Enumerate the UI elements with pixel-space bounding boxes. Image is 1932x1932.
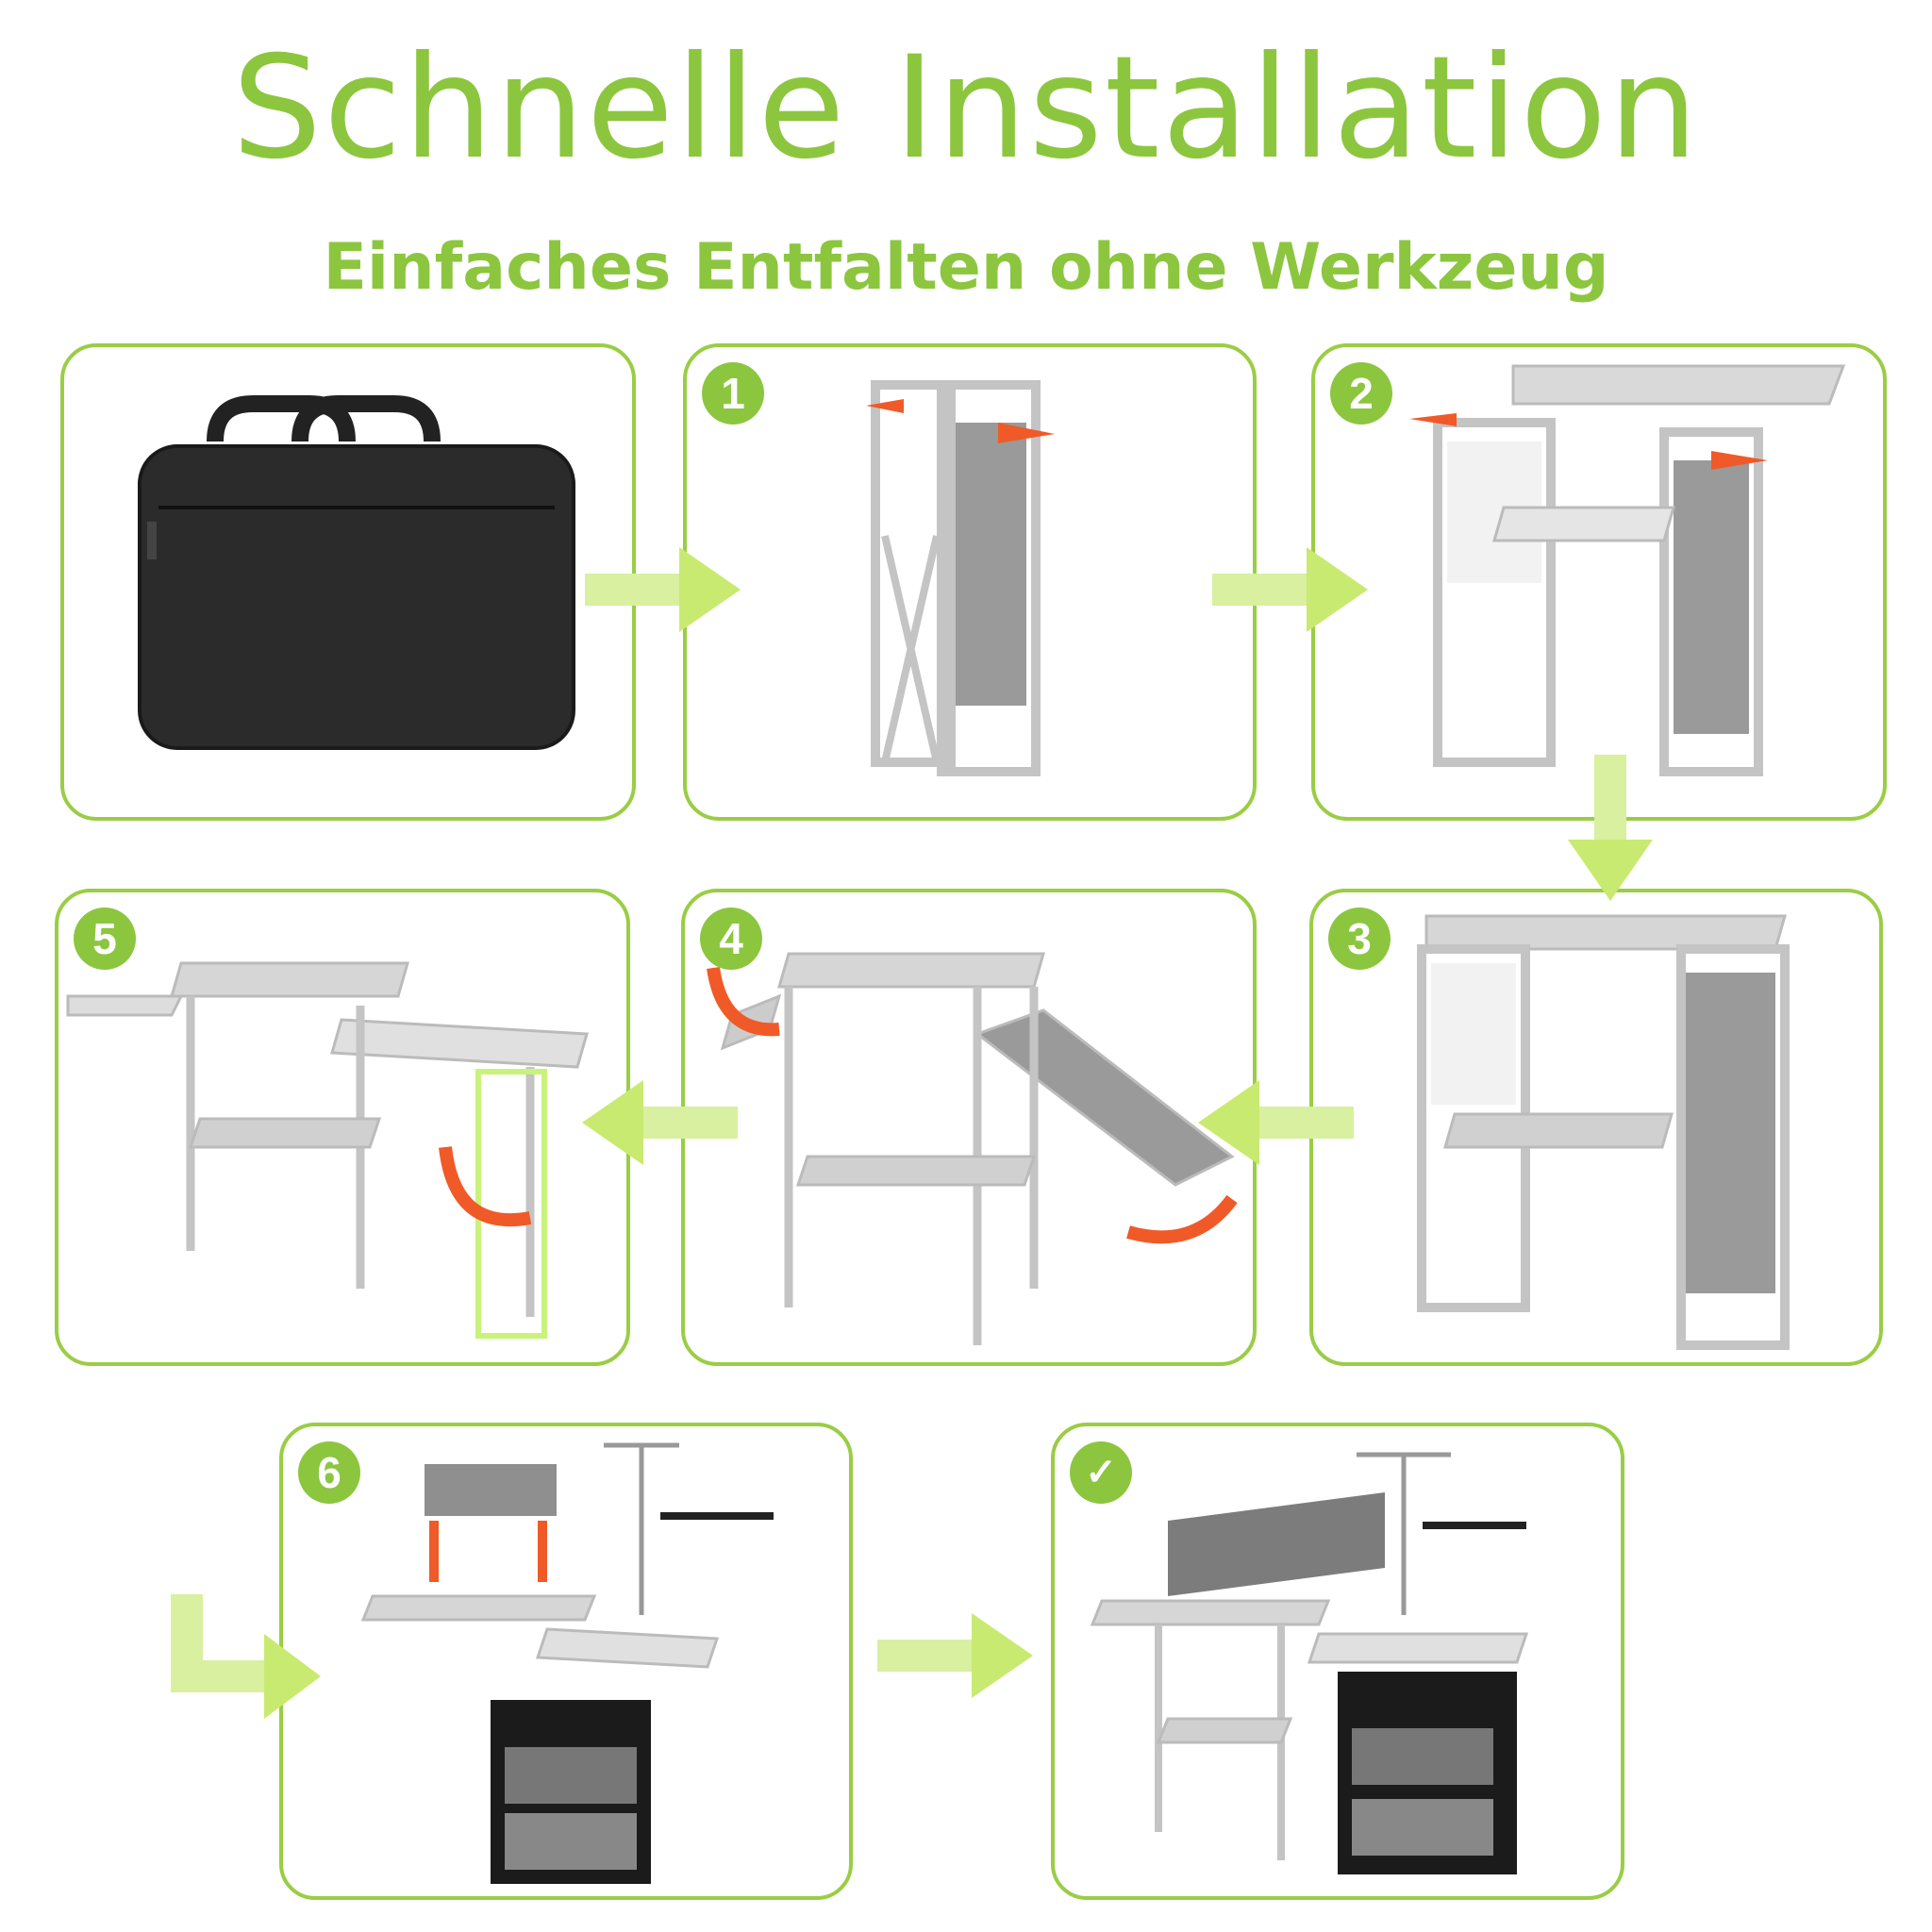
step-badge-3: 3 bbox=[1328, 908, 1391, 970]
panel-step-2: 2 bbox=[1311, 343, 1887, 821]
panel-step-1: 1 bbox=[683, 343, 1257, 821]
panel-step-4: 4 bbox=[681, 889, 1257, 1366]
step-badge-6: 6 bbox=[298, 1441, 360, 1504]
arrow-bend-right-icon bbox=[171, 1594, 321, 1719]
arrow-down-icon bbox=[1568, 755, 1653, 901]
fold-out-shelves-illustration bbox=[707, 952, 1238, 1345]
arrow-right-icon bbox=[1212, 547, 1368, 632]
panel-step-3: 3 bbox=[1309, 889, 1883, 1366]
step-badge-1: 1 bbox=[702, 362, 764, 425]
step-badge-2: 2 bbox=[1330, 362, 1392, 425]
arrow-right-icon bbox=[877, 1613, 1033, 1698]
panel-carry-bag bbox=[60, 343, 636, 821]
page-subtitle: Einfaches Entfalten ohne Werkzeug bbox=[323, 230, 1609, 305]
arrow-left-icon bbox=[1198, 1080, 1354, 1165]
step-badge-5: 5 bbox=[74, 908, 136, 970]
step-badge-4: 4 bbox=[700, 908, 762, 970]
accessories-illustration bbox=[360, 1442, 774, 1884]
carry-bag-illustration bbox=[138, 395, 575, 750]
panel-finished: ✓ bbox=[1051, 1423, 1624, 1900]
assembled-frame-illustration bbox=[1417, 914, 1790, 1350]
checkmark-icon: ✓ bbox=[1070, 1441, 1132, 1504]
finished-kitchen-illustration bbox=[1090, 1452, 1529, 1874]
open-frame-illustration bbox=[1409, 364, 1846, 776]
panel-step-6: 6 bbox=[279, 1423, 853, 1900]
panel-step-5: 5 bbox=[55, 889, 630, 1366]
extended-leg-illustration bbox=[66, 961, 589, 1339]
folded-frame-illustration bbox=[866, 380, 1055, 776]
page-title: Schnelle Installation bbox=[231, 26, 1701, 191]
arrow-left-icon bbox=[582, 1080, 738, 1165]
arrow-right-icon bbox=[585, 547, 741, 632]
